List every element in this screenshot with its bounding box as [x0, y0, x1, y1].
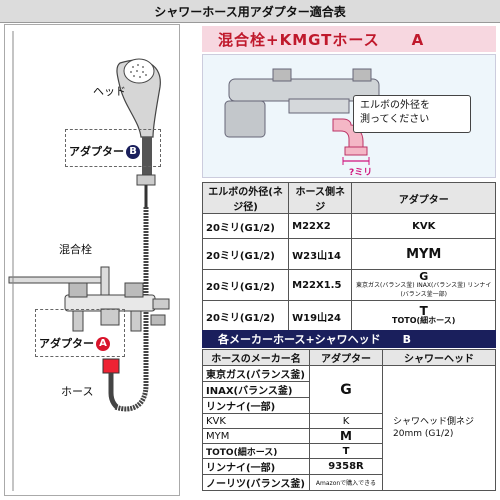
hose-label: ホース [61, 385, 94, 398]
table-row: ノーリツ(バランス釜)Amazonで購入できる [202, 474, 496, 491]
section-b-table: ホースのメーカー名 アダプター シャワーヘッド 東京ガス(バランス釜) G シャ… [202, 349, 496, 491]
table-row: リンナイ(一部)9358R [202, 458, 496, 475]
adapter-g: G [309, 365, 383, 414]
shower-illustration [8, 31, 170, 491]
adapter-t: T [309, 443, 383, 459]
head-label: ヘッド [93, 85, 126, 98]
page-title: シャワーホース用アダプター適合表 [0, 0, 500, 23]
table-row: 20ミリ(G1/2) W23山14 MYM [201, 238, 496, 270]
table-row: 20ミリ(G1/2) W19山24 T TOTO(細ホース) [201, 300, 496, 332]
dimension-label: ?ミリ [349, 168, 373, 178]
adapter-9358r: 9358R [309, 458, 383, 475]
shower-head-graphic [116, 58, 161, 175]
shower-head-thread: シャワヘッド側ネジ 20mm (G1/2) [382, 365, 496, 491]
col-adapter: アダプター [351, 182, 496, 214]
section-a-header: 混合栓+KMGTホース A [202, 26, 496, 52]
adapter-a-mark: A [96, 337, 110, 351]
col-shower-head: シャワーヘッド [382, 349, 496, 366]
faucet-label: 混合栓 [59, 243, 92, 256]
adapter-b-box [65, 129, 161, 167]
measure-instruction: エルボの外径を 測ってください [353, 95, 471, 133]
faucet-photo-graphic [224, 68, 380, 165]
col-hose-thread: ホース側ネジ [288, 182, 353, 214]
table-row: 東京ガス(バランス釜) G シャワヘッド側ネジ 20mm (G1/2) [202, 365, 496, 491]
adapter-k: K [309, 413, 383, 429]
table-row: 20ミリ(G1/2) M22X1.5 G 東京ガス(バランス釜) INAX(バラ… [201, 269, 496, 301]
col-hose-maker: ホースのメーカー名 [202, 349, 310, 366]
col-outer-diameter: エルボの外径(ネジ径) [201, 182, 290, 214]
col-adapter: アダプター [309, 349, 383, 366]
section-b-header: 各メーカーホース+シャワヘッド B [202, 330, 496, 348]
amazon-note: Amazonで購入できる [309, 474, 383, 491]
table-row: 20ミリ(G1/2) M22X2 KVK [201, 213, 496, 239]
adapter-b-mark: B [126, 145, 140, 159]
section-a-table: エルボの外径(ネジ径) ホース側ネジ アダプター 20ミリ(G1/2) M22X… [201, 182, 496, 332]
adapter-a-box [35, 309, 125, 357]
adapter-m: M [309, 428, 383, 444]
